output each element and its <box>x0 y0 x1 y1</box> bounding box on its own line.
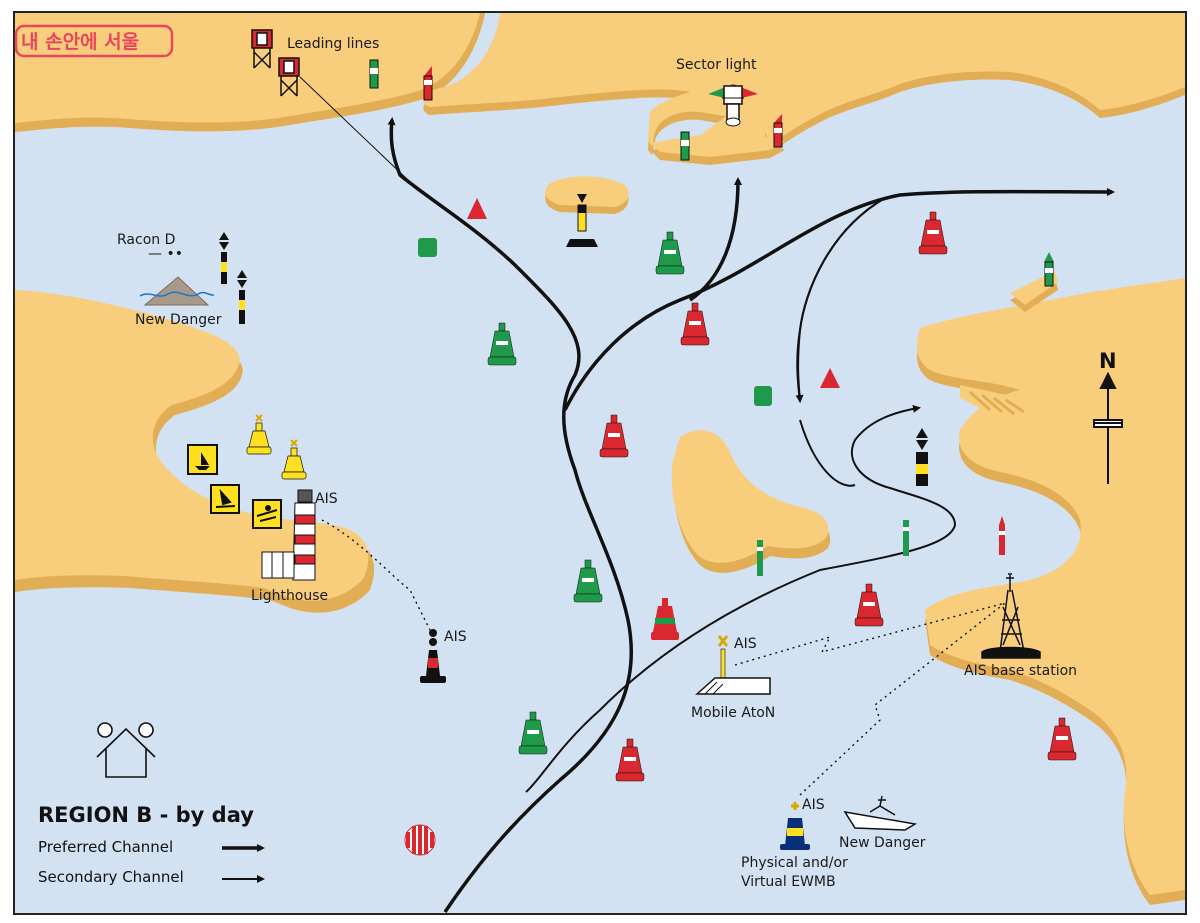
watermark: 내 손안에 서울 <box>21 31 139 53</box>
ewmb-label-line2: Virtual EWMB <box>741 874 836 890</box>
mobile-aton-icon <box>695 635 771 695</box>
racon-morse: — •• <box>148 246 183 262</box>
sector-light-icon <box>708 84 758 127</box>
mobile-ais-label: AIS <box>734 636 757 652</box>
legend-title: REGION B - by day <box>38 803 254 827</box>
legend-secondary-label: Secondary Channel <box>38 868 184 886</box>
mobile-aton-label: Mobile AtoN <box>691 705 775 721</box>
channels <box>299 76 1115 913</box>
ewmb-icon <box>780 802 810 850</box>
wreck-new-danger-label: New Danger <box>839 835 926 851</box>
marks <box>96 29 1123 883</box>
preferred-channel-east <box>563 187 1115 411</box>
racon-label: Racon D <box>117 232 175 248</box>
lighthouse-label: Lighthouse <box>251 588 328 604</box>
new-danger-label: New Danger <box>135 312 222 328</box>
leading-lines-label: Leading lines <box>287 36 379 52</box>
ewmb-label-line1: Physical and/or <box>741 855 848 871</box>
ais-base-station-label: AIS base station <box>964 663 1077 679</box>
spherical-buoy-icon <box>404 824 436 856</box>
ewmb-ais-label: AIS <box>802 797 825 813</box>
legend-preferred-label: Preferred Channel <box>38 838 173 856</box>
north-arrow-icon <box>1093 371 1123 484</box>
secondary-channel-south <box>525 404 957 793</box>
north-label: N <box>1099 349 1117 373</box>
lighthouse-ais-label: AIS <box>315 491 338 507</box>
windsurfing-sign-icon <box>210 484 240 514</box>
leading-line <box>299 76 409 181</box>
home-icon[interactable] <box>96 722 156 778</box>
sector-light-label: Sector light <box>676 57 757 73</box>
sailing-sign-icon <box>187 444 218 475</box>
preferred-channel-main <box>387 117 633 913</box>
wreck-icon <box>843 795 918 831</box>
diving-sign-icon <box>252 499 282 529</box>
buoy-ais-label: AIS <box>444 629 467 645</box>
lighthouse-icon <box>261 489 316 581</box>
ais-base-station-icon <box>981 573 1041 659</box>
leading-line-beacon-icon <box>251 29 300 97</box>
labels: 내 손안에 서울 Leading lines Sector light Raco… <box>14 24 1117 890</box>
preferred-channel-north <box>689 177 742 302</box>
